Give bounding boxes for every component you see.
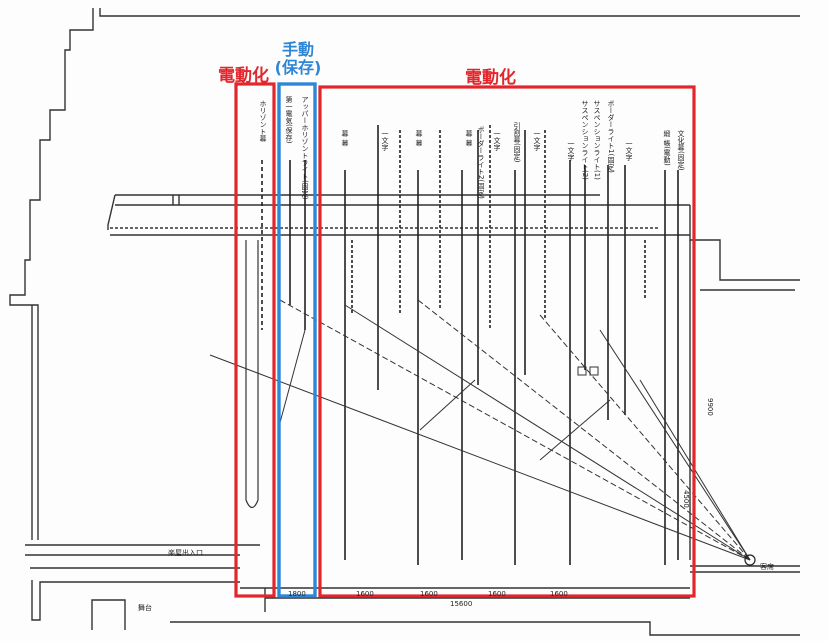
manual-label-line2: (保存) bbox=[274, 58, 322, 77]
batten-label: サスペンションライト(1) bbox=[593, 100, 601, 180]
batten-label: 緞 帳(電動) bbox=[663, 130, 671, 166]
batten-label: 文化幕(固定) bbox=[677, 130, 685, 171]
batten-label: 幕 幕 bbox=[465, 130, 473, 147]
building-outline bbox=[9, 8, 800, 636]
dim-height2: 4500 bbox=[682, 490, 690, 508]
batten-label: アッパーホリゾントライト(固定) bbox=[301, 96, 309, 200]
manual-label: 手動 (保存) bbox=[272, 41, 324, 77]
batten-label: 一文字 bbox=[625, 140, 633, 161]
batten-label: ホリゾント幕 bbox=[259, 100, 267, 142]
electric-frame-left bbox=[234, 82, 276, 598]
electric-label-left: 電動化 bbox=[218, 66, 269, 86]
manual-label-line1: 手動 bbox=[281, 40, 314, 59]
audience-eye-icon bbox=[744, 554, 756, 566]
stage-label: 舞台 bbox=[138, 604, 152, 612]
batten-label: ボーダーライト1(固定) bbox=[607, 100, 615, 173]
batten-label: 一文字 bbox=[493, 130, 501, 151]
batten-label: 一文字 bbox=[567, 140, 575, 161]
batten-label: 第一電気(保存) bbox=[285, 96, 293, 144]
dim-seg: 1600 bbox=[420, 590, 438, 598]
batten-label: 一文字 bbox=[533, 130, 541, 151]
electric-label-right: 電動化 bbox=[465, 68, 516, 88]
dim-height1: 9900 bbox=[706, 398, 714, 416]
audience-label: 客席 bbox=[760, 563, 774, 571]
dim-seg: 1600 bbox=[488, 590, 506, 598]
entrance-label: 楽屋出入口 bbox=[168, 549, 203, 557]
dim-manual: 1800 bbox=[288, 590, 306, 598]
batten-label: 幕 幕 bbox=[341, 130, 349, 147]
dim-seg: 1600 bbox=[550, 590, 568, 598]
batten-label: 一文字 bbox=[381, 130, 389, 151]
dim-total: 15600 bbox=[450, 600, 473, 608]
batten-label: サスペンションライト(2) bbox=[581, 100, 589, 180]
batten-label: 引割幕(固定) bbox=[513, 122, 521, 163]
light-unit-1 bbox=[577, 366, 587, 376]
manual-frame bbox=[277, 82, 317, 598]
sightlines bbox=[209, 299, 751, 561]
dim-seg: 1600 bbox=[356, 590, 374, 598]
batten-label: ボーダーライト2(固定) bbox=[477, 126, 485, 199]
batten-lines bbox=[261, 125, 679, 565]
horizon-curtain bbox=[245, 240, 259, 509]
light-unit-2 bbox=[589, 366, 599, 376]
batten-label: 幕 幕 bbox=[415, 130, 423, 147]
electric-frame-right bbox=[318, 85, 696, 598]
